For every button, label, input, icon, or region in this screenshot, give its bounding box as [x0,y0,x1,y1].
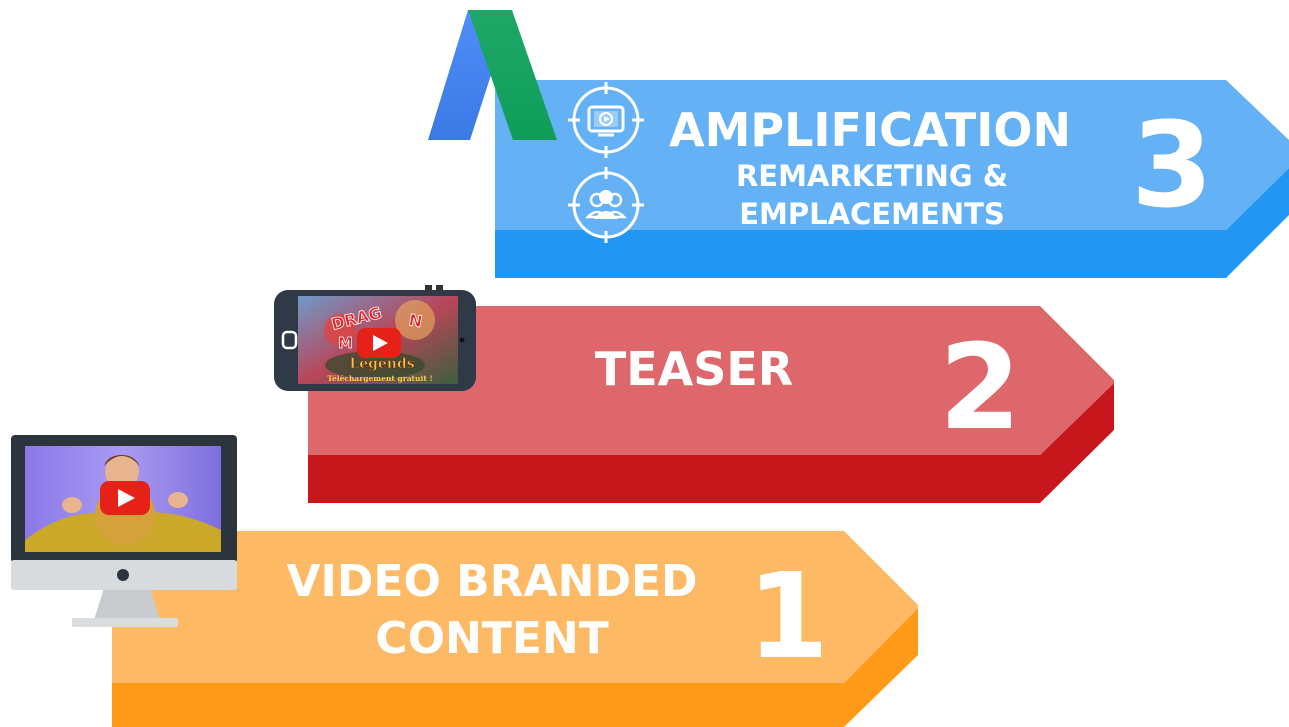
step-1-arrow [112,531,918,727]
smartphone-home-button [281,330,298,350]
audience-target-icon [568,167,644,243]
step-3-arrow [495,80,1289,278]
play-button-icon[interactable] [100,481,150,515]
step-3-number: 3 [1131,96,1213,234]
game-tagline: Téléchargement gratuit ! [327,374,432,383]
step-2-arrow-face [308,306,1114,455]
monitor-base [72,618,178,627]
monitor-stand [94,588,160,620]
video-target-icon [568,82,644,158]
step-3-arrow-side [495,168,1289,278]
play-button-icon[interactable] [357,328,401,358]
google-ads-logo [428,10,557,140]
step-2-title: TEASER [595,342,793,396]
step-3-title: AMPLIFICATION [669,103,1071,157]
step-2-arrow [308,306,1114,503]
step-1-title-line1: VIDEO BRANDED [286,556,697,607]
game-title-part2: N [407,310,423,331]
game-title-part3: M [338,334,353,352]
game-subtitle: Legends [349,356,414,372]
step-1-title-line2: CONTENT [375,613,608,664]
step-1-arrow-side [112,608,918,727]
step-3-arrow-face [495,80,1289,230]
step-3-subtitle-line1: REMARKETING & [736,159,1008,193]
step-3-subtitle-line2: EMPLACEMENTS [739,197,1005,231]
step-2-number: 2 [939,318,1021,456]
step-2-arrow-side [308,383,1114,503]
google-ads-logo-green-leg [468,10,557,140]
monitor-camera-dot [117,569,129,581]
smartphone-video-thumbnail: DRAG N M Legends Téléchargement gratuit … [274,285,476,391]
desktop-monitor-video-thumbnail [11,435,237,627]
step-1-number: 1 [747,547,829,685]
step-1-arrow-face [112,531,918,683]
